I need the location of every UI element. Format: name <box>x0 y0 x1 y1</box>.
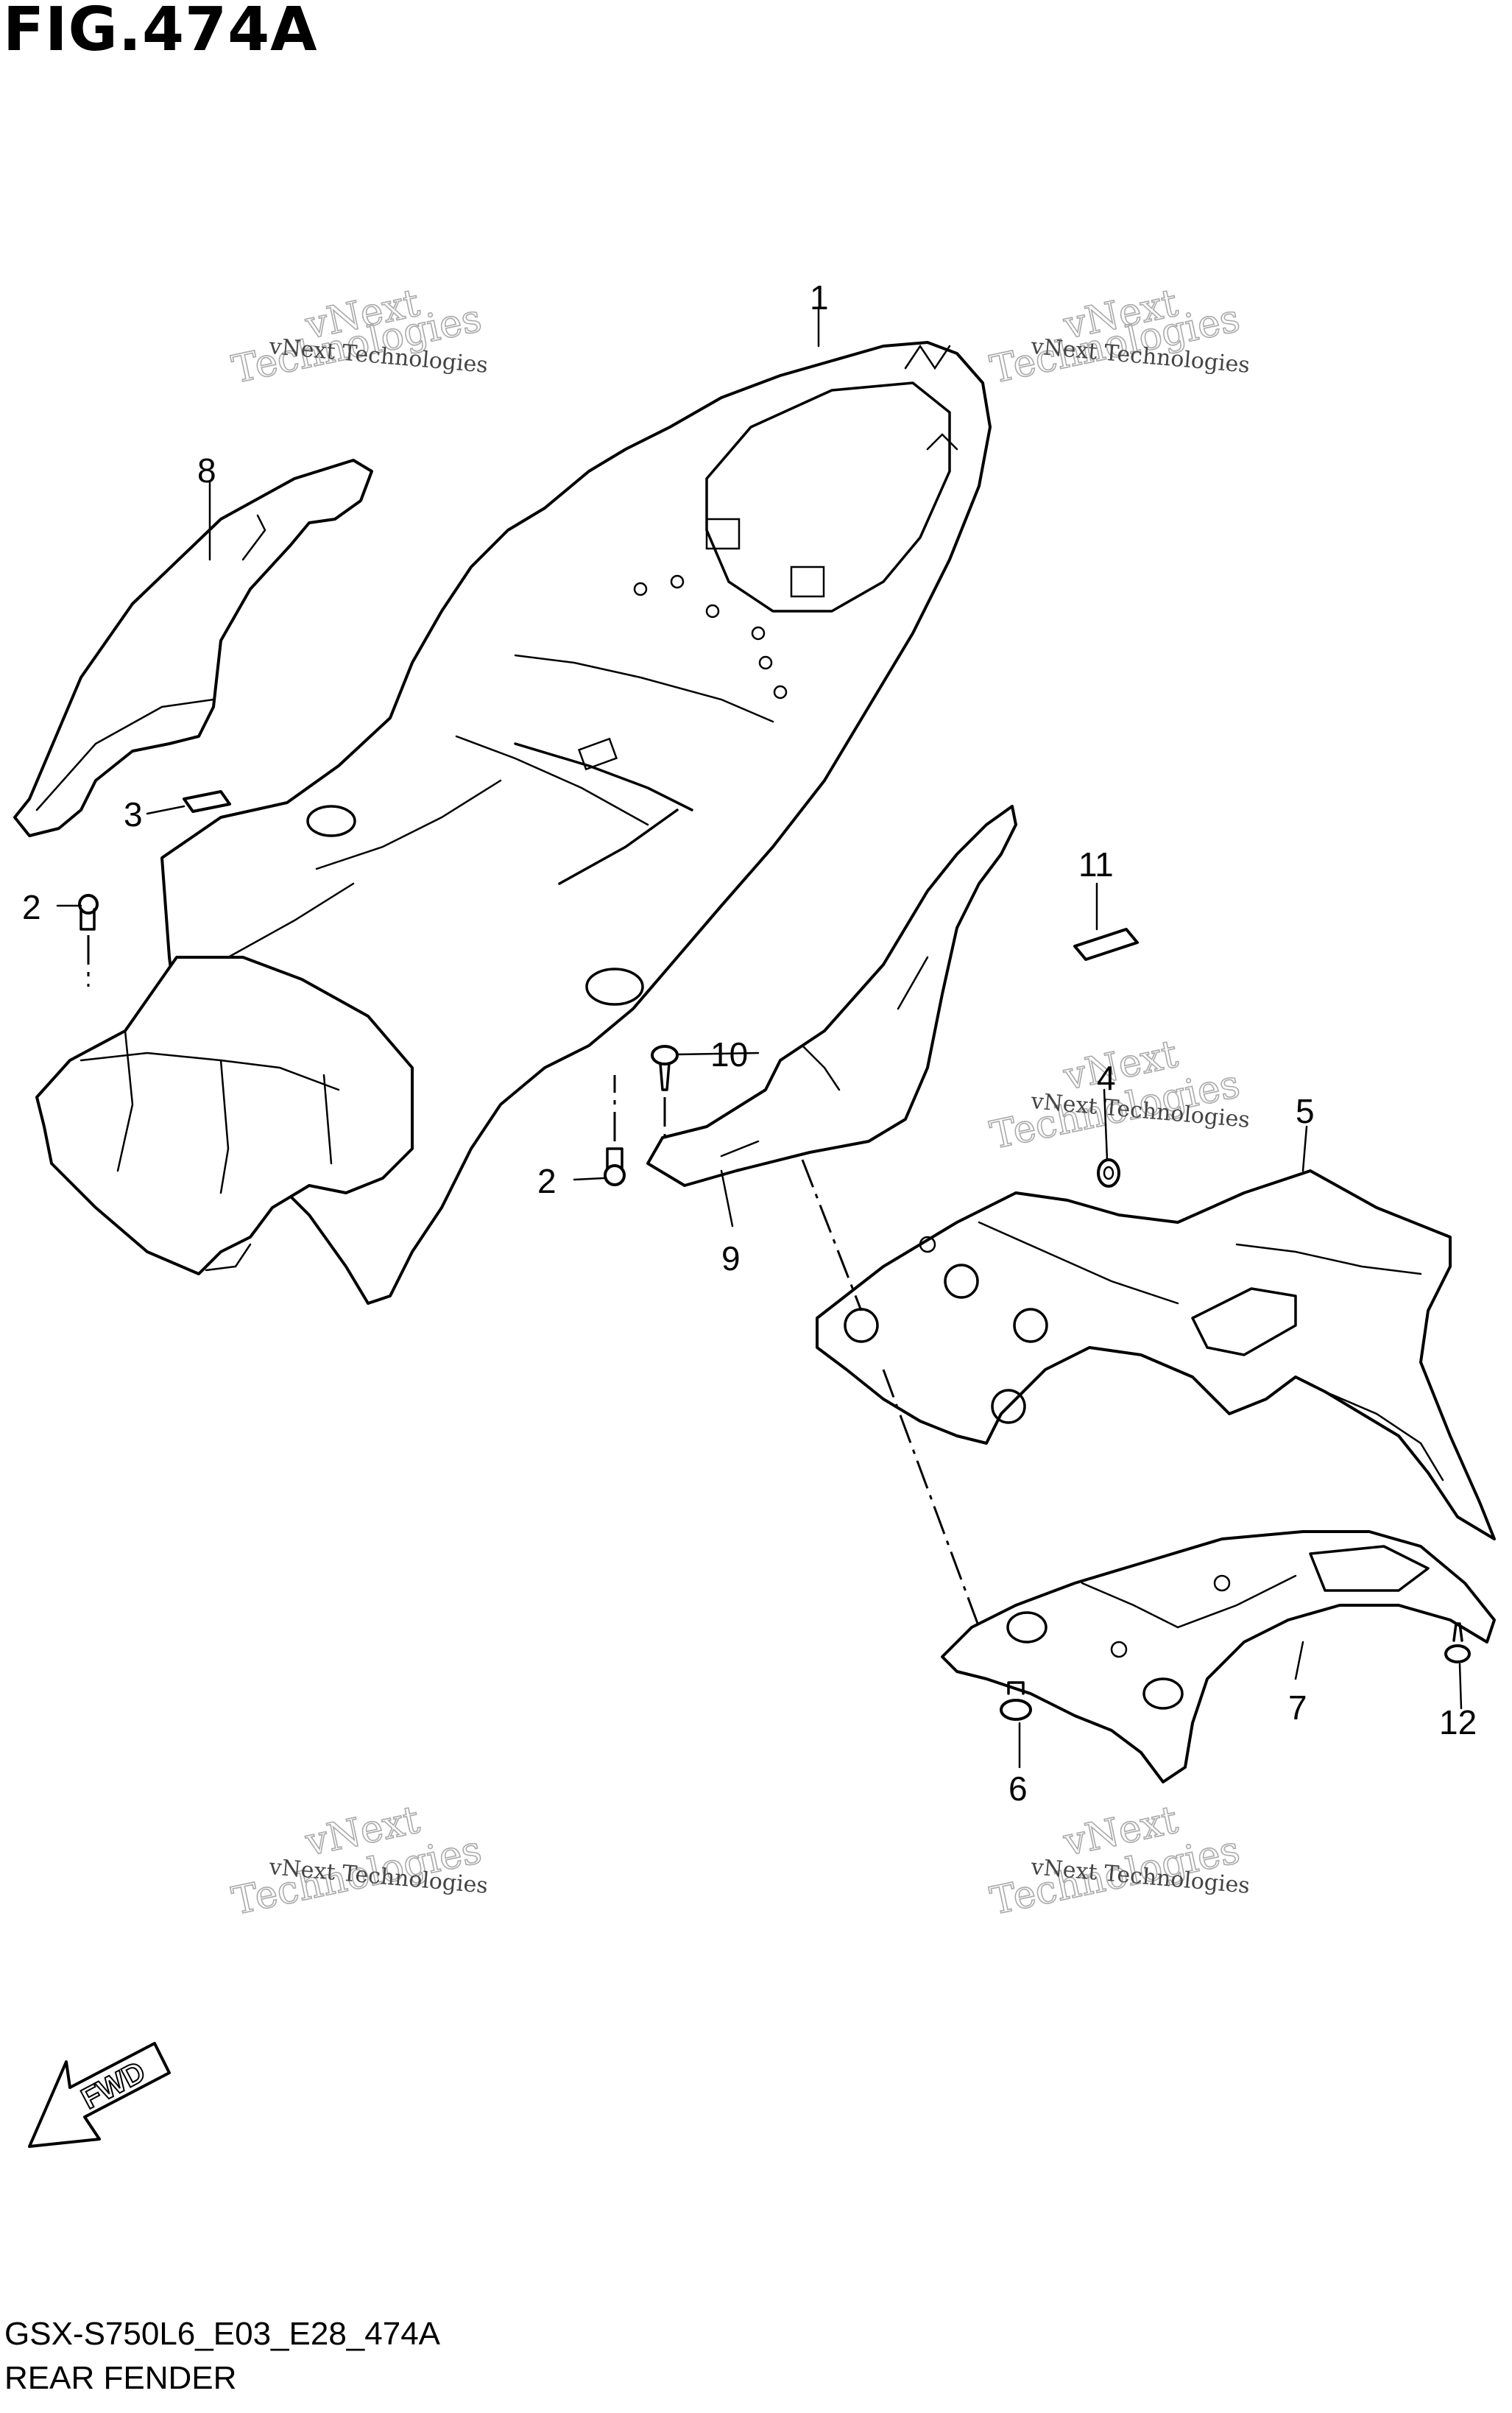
assembly-line-9-5 <box>801 1159 863 1311</box>
callout-7: 7 <box>1288 1688 1307 1727</box>
part-4-grommet <box>1097 1158 1120 1188</box>
part-3-pad <box>183 790 231 813</box>
part-1-lower-bracket <box>35 956 414 1275</box>
fwd-arrow-icon: FWD <box>28 2042 171 2148</box>
part-5-rear-fender <box>816 1169 1496 1540</box>
callout-10: 10 <box>710 1035 748 1074</box>
part-10-screw <box>651 1045 679 1149</box>
leader-lines <box>56 308 1463 1769</box>
part-8-left-side-cover <box>13 459 373 837</box>
callout-3: 3 <box>124 795 143 834</box>
watermark-bottom-right: vNext Technologies vNext Technologies <box>986 1797 1251 1925</box>
part-7-lower-bracket <box>941 1530 1496 1783</box>
part-9-right-side-cover <box>646 805 1017 1187</box>
callout-2-upper: 2 <box>22 888 41 926</box>
part-2-bolt-upper <box>78 894 99 987</box>
callout-5: 5 <box>1296 1092 1315 1130</box>
part-2-bolt-lower <box>604 1075 626 1186</box>
figure-name: REAR FENDER <box>4 2360 237 2396</box>
callout-1: 1 <box>810 278 829 317</box>
figure-title: FIG.474A <box>3 0 318 65</box>
callout-11: 11 <box>1078 845 1114 884</box>
callout-8: 8 <box>197 451 216 490</box>
callout-12: 12 <box>1439 1703 1477 1741</box>
assembly-line-5-7 <box>882 1369 981 1628</box>
part-12-screw <box>1444 1622 1471 1663</box>
callout-6: 6 <box>1008 1769 1028 1808</box>
watermark-top-left: vNext Technologies vNext Technologies <box>227 281 489 393</box>
watermark-top-right: vNext Technologies vNext Technologies <box>986 281 1251 393</box>
figure-model-code: GSX-S750L6_E03_E28_474A <box>4 2316 441 2352</box>
callout-2-lower: 2 <box>537 1162 557 1200</box>
watermark-mid-right: vNext Technologies vNext Technologies <box>986 1032 1251 1159</box>
callout-4: 4 <box>1097 1059 1116 1097</box>
part-11-pad <box>1073 928 1139 961</box>
part-6-nut <box>1000 1681 1032 1721</box>
callout-9: 9 <box>721 1239 741 1278</box>
watermark-bottom-left: vNext Technologies vNext Technologies <box>227 1797 489 1925</box>
